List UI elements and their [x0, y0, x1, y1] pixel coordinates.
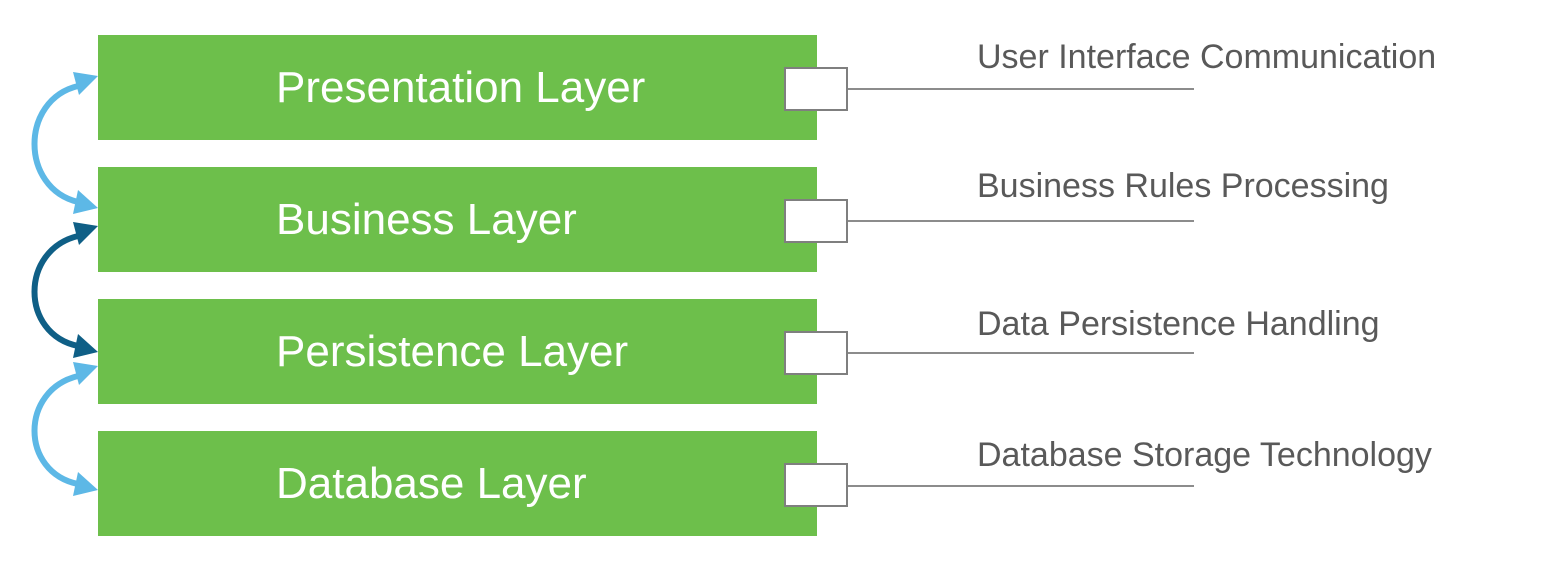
- database-layer-leader-line: [848, 485, 1194, 487]
- database-layer-label: Database Layer: [276, 459, 587, 508]
- curved-double-arrow-icon: [31, 222, 98, 358]
- business-layer-description: Business Rules Processing: [977, 167, 1389, 205]
- database-layer-description: Database Storage Technology: [977, 436, 1432, 474]
- curved-double-arrow-icon: [31, 362, 98, 496]
- presentation-layer-description: User Interface Communication: [977, 38, 1437, 76]
- persistence-layer-connector: [784, 331, 848, 375]
- persistence-layer-box: Persistence Layer: [98, 299, 817, 404]
- database-layer-connector: [784, 463, 848, 507]
- presentation-layer-connector: [784, 67, 848, 111]
- business-layer-label: Business Layer: [276, 195, 577, 244]
- persistence-layer-label: Persistence Layer: [276, 327, 629, 376]
- persistence-layer-description: Data Persistence Handling: [977, 305, 1380, 343]
- arrows-group: [31, 72, 98, 496]
- presentation-layer-box: Presentation Layer: [98, 35, 817, 140]
- database-layer-box: Database Layer: [98, 431, 817, 536]
- business-layer-leader-line: [848, 220, 1194, 222]
- persistence-layer-leader-line: [848, 352, 1194, 354]
- presentation-layer-label: Presentation Layer: [276, 63, 646, 112]
- presentation-layer-leader-line: [848, 88, 1194, 90]
- business-layer-connector: [784, 199, 848, 243]
- curved-double-arrow-icon: [31, 72, 98, 214]
- business-layer-box: Business Layer: [98, 167, 817, 272]
